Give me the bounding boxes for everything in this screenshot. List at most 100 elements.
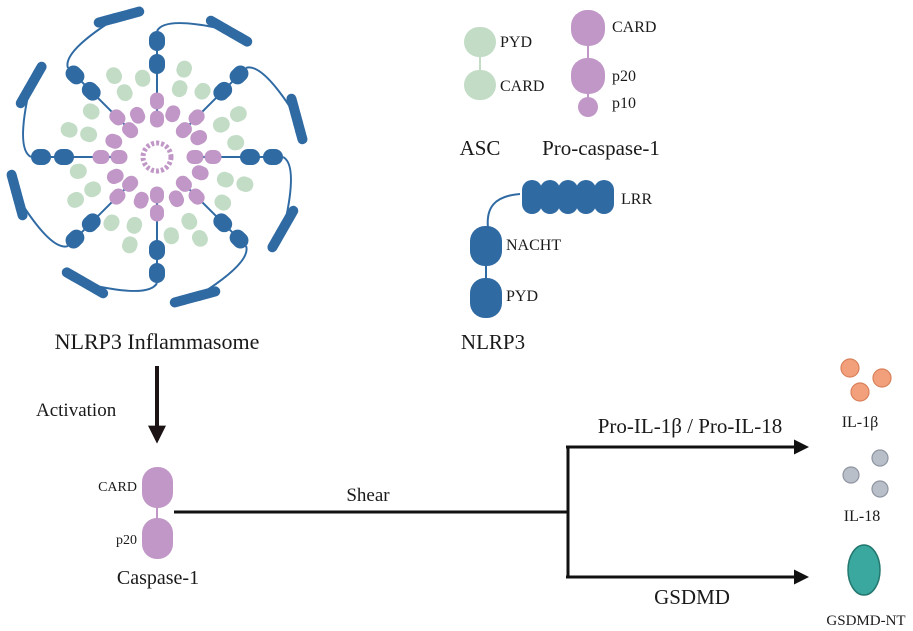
asc-domain <box>116 84 133 102</box>
procaspase-card-domain <box>571 10 605 46</box>
procaspase-p20-domain <box>571 58 605 94</box>
nlrp3-nacht-domain <box>229 229 249 249</box>
asc-domain <box>134 69 151 87</box>
nlrp3-lrr-domain <box>522 180 614 214</box>
asc-card-domain <box>464 70 496 100</box>
inflammasome-arm <box>65 6 146 139</box>
asc-card-label: CARD <box>500 78 544 95</box>
caspase-domain <box>188 188 205 205</box>
legend-procaspase-1: CARD p20 p10 Pro-caspase-1 <box>542 10 660 160</box>
nlrp3-nacht-domain <box>229 65 249 85</box>
nlrp3-pyd-domain <box>213 81 233 101</box>
asc-domain <box>103 214 120 232</box>
caspase-domain <box>188 109 205 126</box>
upper-branch-label: Pro-IL-1β / Pro-IL-18 <box>598 414 782 438</box>
nlrp3-label: NLRP3 <box>461 330 525 354</box>
il-1b-product: IL-1β <box>840 358 892 431</box>
lower-branch-label: GSDMD <box>654 585 730 609</box>
asc-domain <box>214 194 232 211</box>
caspase-domain <box>92 150 110 164</box>
caspase-domain <box>168 190 185 208</box>
caspase-domain <box>165 105 181 123</box>
caspase-p20-label: p20 <box>116 533 137 548</box>
ring-core <box>140 140 174 174</box>
asc-domain <box>191 229 208 247</box>
nlrp3-nacht-domain <box>65 65 85 85</box>
caspase-domain <box>150 92 164 110</box>
caspase-card-label: CARD <box>98 480 137 495</box>
nlrp3-pyd-domain <box>470 278 502 318</box>
asc-domain <box>80 126 98 143</box>
caspase-card-domain <box>142 467 173 508</box>
legend-nlrp3: LRR NACHT PYD NLRP3 <box>461 180 652 354</box>
caspase-domain <box>204 150 222 164</box>
gsdmd-nt-product: GSDMD-NT <box>826 544 906 629</box>
nlrp3-nacht-label: NACHT <box>506 237 561 254</box>
caspase-domain <box>122 122 139 139</box>
nlrp3-nacht-domain <box>31 149 51 165</box>
asc-domain <box>181 212 198 230</box>
nlrp3-pyd-label: PYD <box>506 288 538 305</box>
asc-domain <box>163 227 180 245</box>
il-18-label: IL-18 <box>844 508 880 525</box>
caspase-1: CARD p20 Caspase-1 <box>98 467 199 589</box>
procaspase-card-label: CARD <box>612 19 656 36</box>
asc-domain <box>122 236 138 254</box>
nlrp3-lrr-domain <box>61 267 79 282</box>
asc-domain <box>227 134 245 151</box>
nlrp3-lrr-domain <box>126 6 145 19</box>
caspase-domain <box>175 175 192 192</box>
procaspase-label: Pro-caspase-1 <box>542 136 660 160</box>
caspase-domain <box>110 150 128 164</box>
asc-pyd-label: PYD <box>500 34 532 51</box>
asc-domain <box>236 176 254 192</box>
caspase-p20-domain <box>142 518 173 559</box>
asc-label: ASC <box>460 136 501 160</box>
procaspase-p10-domain <box>578 97 598 117</box>
procaspase-p20-label: p20 <box>612 68 636 85</box>
nlrp3-lrr-domain <box>295 126 308 145</box>
caspase-domain <box>133 191 149 209</box>
caspase-domain <box>150 110 164 128</box>
nlrp3-nacht-domain <box>470 226 502 266</box>
nlrp3-pyd-domain <box>213 213 233 233</box>
asc-pyd-domain <box>464 27 496 57</box>
nlrp3-lrr-domain <box>169 295 188 308</box>
asc-domain <box>176 60 192 78</box>
inflammasome-arm <box>186 134 299 253</box>
inflammasome-arm <box>175 65 308 146</box>
caspase-domain <box>186 150 204 164</box>
asc-domain <box>216 171 234 188</box>
inflammasome-arm <box>15 61 128 180</box>
asc-domain <box>84 181 102 198</box>
nlrp3-lrr-domain <box>267 235 282 253</box>
nlrp3-inflammasome-ring <box>6 6 308 308</box>
nlrp3-nacht-domain <box>149 263 165 283</box>
caspase-domain <box>150 186 164 204</box>
asc-domain <box>212 116 230 133</box>
nlrp3-lrr-domain <box>6 169 19 188</box>
nlrp3-pyd-domain <box>54 149 74 165</box>
inflammasome-arm <box>6 168 139 249</box>
caspase-label: Caspase-1 <box>117 567 199 589</box>
activation-label: Activation <box>36 400 117 421</box>
inflammasome-arm <box>61 186 180 299</box>
nlrp3-pyd-domain <box>149 54 165 74</box>
nlrp3-pyd-domain <box>240 149 260 165</box>
asc-domain <box>194 82 211 100</box>
caspase-domain <box>122 175 139 192</box>
nlrp3-pyd-domain <box>149 240 165 260</box>
nlrp3-nacht-domain <box>263 149 283 165</box>
inflammasome-label: NLRP3 Inflammasome <box>55 329 260 354</box>
caspase-domain <box>191 165 209 181</box>
caspase-domain <box>105 133 123 149</box>
asc-domain <box>60 122 78 138</box>
nlrp3-lrr-label: LRR <box>621 191 652 208</box>
caspase-domain <box>190 129 208 146</box>
il-1b-label: IL-1β <box>842 414 879 431</box>
il-18-product: IL-18 <box>842 449 889 525</box>
nlrp3-lrr-domain <box>32 61 47 79</box>
caspase-domain <box>106 168 124 185</box>
